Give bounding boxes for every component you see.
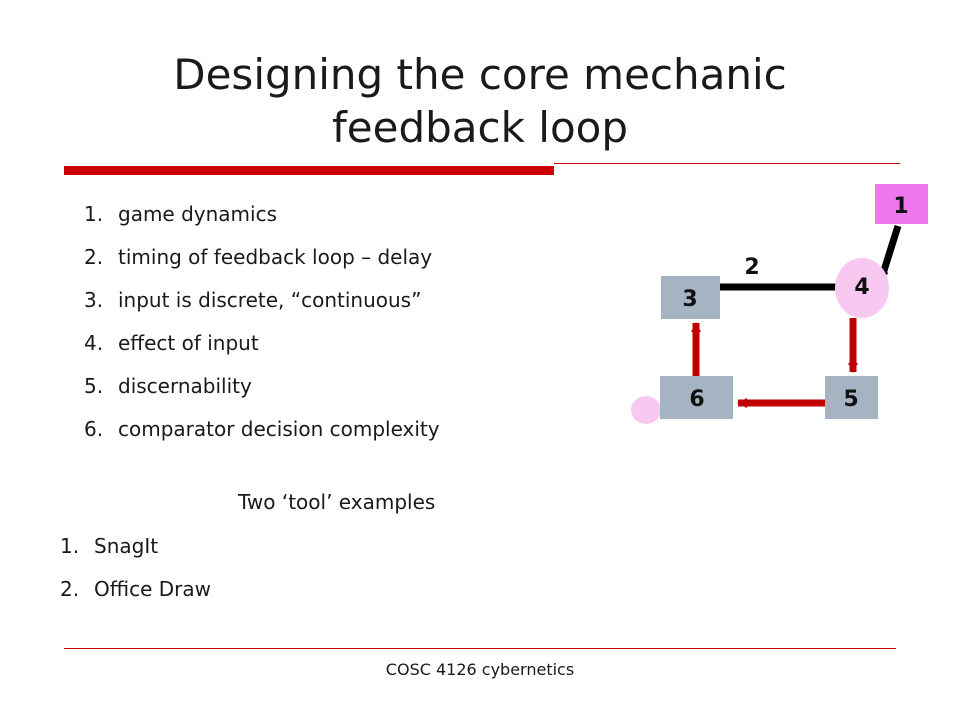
title-underline-thick — [64, 166, 554, 175]
slide-footer: COSC 4126 cybernetics — [385, 660, 575, 679]
list-item-text: input is discrete, “continuous” — [118, 288, 422, 312]
list-item-number: 4. — [84, 331, 104, 355]
node-6-box — [660, 376, 733, 419]
list-item-number: 1. — [60, 534, 80, 558]
list-item-number: 2. — [60, 577, 80, 601]
slide-title: Designing the core mechanic feedback loo… — [0, 48, 960, 154]
title-line-2: feedback loop — [331, 103, 628, 152]
list-item-text: Office Draw — [94, 577, 211, 601]
node-6-oval — [631, 396, 661, 424]
footer-rule — [64, 648, 896, 649]
list-item-text: discernability — [118, 374, 252, 398]
list-item-text: effect of input — [118, 331, 259, 355]
list-item-number: 6. — [84, 417, 104, 441]
list-item-number: 1. — [84, 202, 104, 226]
list-item-text: comparator decision complexity — [118, 417, 440, 441]
list-item-text: SnagIt — [94, 534, 159, 558]
node-6-label: 6 — [689, 387, 704, 412]
title-line-1: Designing the core mechanic — [173, 50, 787, 99]
list-item-number: 2. — [84, 245, 104, 269]
node-3-box — [661, 276, 720, 319]
node-1-box — [875, 184, 928, 224]
node-5-label: 5 — [843, 387, 858, 412]
examples-heading: Two ‘tool’ examples — [238, 490, 436, 514]
title-underline-thin — [554, 163, 900, 164]
list-item-number: 5. — [84, 374, 104, 398]
edge-2-label: 2 — [744, 255, 759, 280]
list-item-text: game dynamics — [118, 202, 278, 226]
node-5-box — [825, 376, 878, 419]
node-3-label: 3 — [682, 287, 697, 312]
node-1-label: 1 — [893, 194, 908, 219]
list-item-number: 3. — [84, 288, 104, 312]
list-item-text: timing of feedback loop – delay — [118, 245, 433, 269]
node-4-oval — [835, 258, 889, 318]
node-4-label: 4 — [854, 275, 869, 300]
